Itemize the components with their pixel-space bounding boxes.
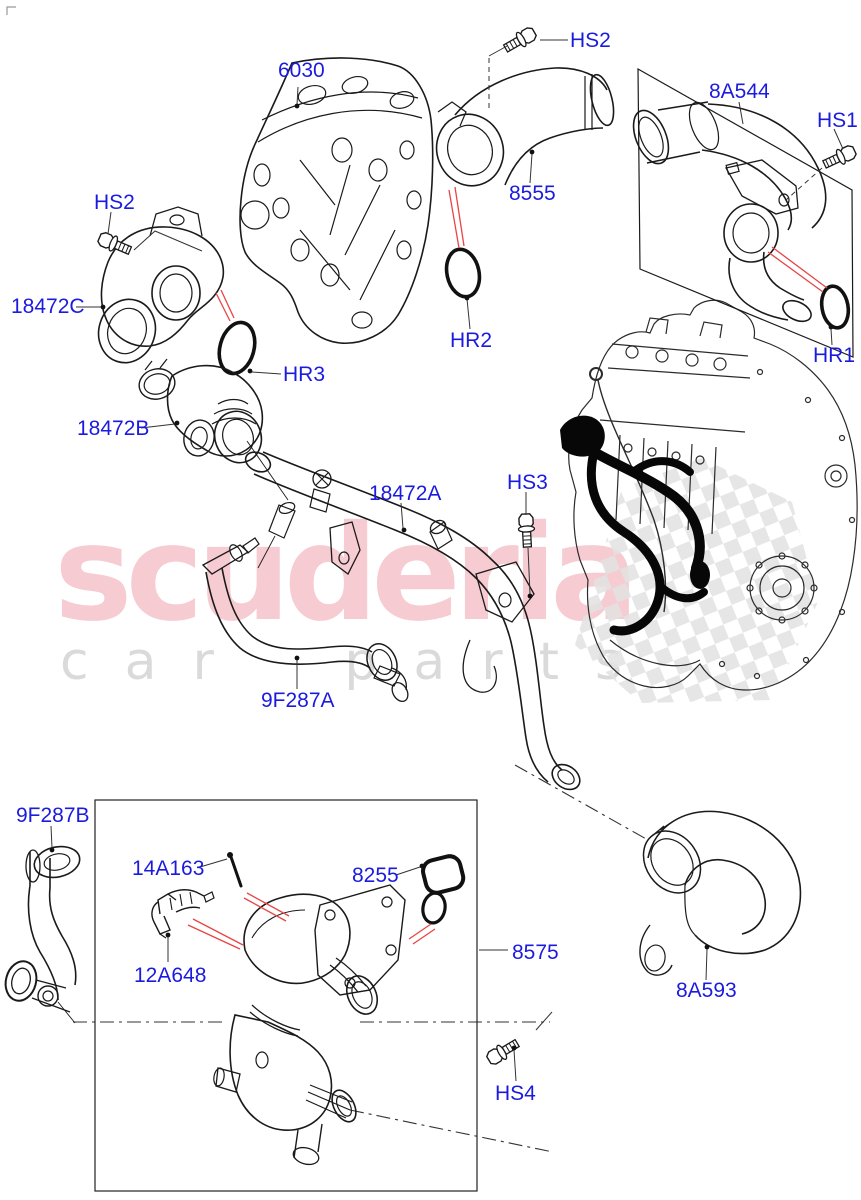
hose-9F287A (201, 537, 409, 702)
part-label-18472a: 18472A (369, 482, 442, 505)
oring-hr1 (819, 284, 851, 330)
part-label-hr2: HR2 (450, 329, 493, 352)
part-label-8255: 8255 (352, 864, 399, 887)
part-label-18472c: 18472C (11, 295, 85, 318)
hose-8555 (435, 67, 615, 187)
oring-hr3 (217, 320, 257, 376)
part-label-hs4: HS4 (495, 1082, 536, 1105)
part-label-hs2-left: HS2 (94, 191, 135, 214)
box-8A544 (637, 67, 854, 358)
part-label-hr3: HR3 (283, 363, 326, 386)
part-label-18472b: 18472B (77, 417, 150, 440)
part-label-9f287a: 9F287A (261, 689, 335, 712)
hose-9F287B (4, 845, 81, 1024)
part-label-hs3: HS3 (507, 471, 548, 494)
bracket-6030 (239, 57, 434, 344)
leader-lines (50, 39, 844, 1082)
red-leader-lines (187, 186, 828, 950)
part-label-hs1: HS1 (817, 109, 858, 132)
part-label-14a163: 14A163 (132, 857, 205, 880)
part-label-8a544: 8A544 (709, 80, 770, 103)
detail-box-8575 (94, 799, 478, 1192)
leader-dots (49, 103, 834, 1051)
housing-18472C (97, 206, 225, 364)
part-label-12a648: 12A648 (134, 964, 207, 987)
elbow-8A593 (639, 810, 802, 976)
part-label-8575: 8575 (512, 941, 559, 964)
sensor-12A648 (151, 889, 215, 939)
part-label-hs2-top: HS2 (570, 29, 611, 52)
corner-mark (6, 6, 16, 15)
part-label-hr1: HR1 (813, 344, 856, 367)
pin-14A163 (227, 852, 244, 888)
outlet-18472B (138, 358, 296, 569)
assembly-8A544 (632, 67, 854, 358)
assembly-axis-lines (73, 764, 649, 1153)
watermark-brand-text: scuderia (54, 497, 639, 651)
part-label-6030: 6030 (278, 59, 325, 82)
part-label-8a593: 8A593 (676, 979, 737, 1002)
pipe-18472A (244, 451, 581, 791)
part-label-9f287b: 9F287B (16, 804, 90, 827)
part-label-8555: 8555 (509, 182, 556, 205)
thermostat-8575 (213, 884, 406, 1166)
gasket-8255 (421, 854, 466, 925)
engine-illustration (560, 299, 858, 691)
